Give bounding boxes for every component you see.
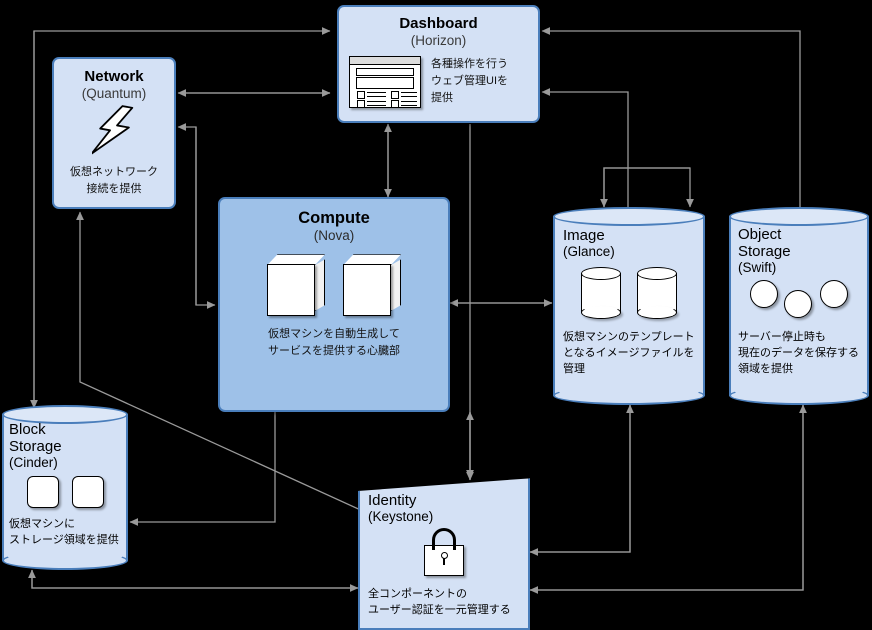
dashboard-codename: (Horizon) (410, 32, 467, 48)
cylinder-top (2, 405, 128, 424)
node-image[interactable]: Image (Glance) 仮想マシンのテンプレート となるイメージファイルを… (553, 207, 705, 405)
object-storage-description: サーバー停止時も 現在のデータを保存する 領域を提供 (738, 328, 860, 376)
node-object-storage[interactable]: Object Storage (Swift) サーバー停止時も 現在のデータを保… (729, 207, 869, 405)
padlock-icon (368, 528, 520, 576)
image-title: Image (563, 227, 605, 244)
desc-line: ウェブ管理UIを (431, 74, 508, 87)
identity-description: 全コンポーネントの ユーザー認証を一元管理する (368, 585, 520, 617)
desc-line: 仮想マシンを自動生成して (268, 328, 400, 341)
cylinder-bottom (729, 386, 869, 405)
desc-line: サーバー停止時も (738, 331, 826, 343)
image-codename: (Glance) (563, 244, 615, 259)
cylinder-bottom (553, 386, 705, 405)
desc-line: ユーザー認証を一元管理する (368, 604, 511, 616)
block-storage-title-line1: Block (9, 421, 46, 438)
identity-title: Identity (368, 492, 417, 509)
server-box-icon (232, 254, 436, 317)
desc-line: 提供 (431, 91, 453, 104)
desc-line: 現在のデータを保存する (738, 347, 859, 359)
compute-description: 仮想マシンを自動生成して サービスを提供する心臓部 (232, 326, 436, 360)
edge-image-identity (529, 405, 631, 556)
node-dashboard[interactable]: Dashboard (Horizon) (337, 5, 540, 123)
desc-line: 全コンポーネントの (368, 588, 467, 600)
edge-compute-blockstorage (129, 412, 276, 526)
edge-identity-blockstorage (28, 569, 358, 589)
edge-network-compute (195, 127, 216, 309)
cylinder-body (2, 414, 128, 561)
desc-line: 仮想マシンのテンプレート (563, 331, 695, 343)
edge-bracket-objectstorage (600, 167, 690, 208)
cylinder-body (553, 216, 705, 396)
edge-objectstorage-dashboard (541, 27, 801, 207)
desc-line: 仮想マシンに (9, 518, 75, 530)
cylinder-bottom (2, 551, 128, 570)
compute-codename: (Nova) (313, 228, 355, 244)
node-network[interactable]: Network (Quantum) 仮想ネットワーク 接続を提供 (52, 57, 176, 209)
desc-line: 管理 (563, 363, 585, 375)
browser-window-icon (349, 55, 421, 108)
node-identity[interactable]: Identity (Keystone) 全コンポーネントの ユーザー認証を一元管… (358, 472, 530, 630)
desc-line: 各種操作を行う (431, 57, 508, 70)
lightning-bolt-icon (62, 104, 166, 164)
identity-codename: (Keystone) (368, 509, 434, 524)
image-description: 仮想マシンのテンプレート となるイメージファイルを 管理 (563, 328, 695, 376)
cylinder-top (729, 207, 869, 226)
edge-compute-network (177, 123, 197, 305)
desc-line: 領域を提供 (738, 363, 793, 375)
edge-bracket-image (603, 167, 694, 208)
network-title: Network (84, 68, 144, 85)
edge-objectstorage-identity (529, 405, 804, 594)
desc-line: サービスを提供する心臓部 (268, 345, 400, 358)
network-description: 仮想ネットワーク 接続を提供 (62, 164, 166, 198)
dashboard-description: 各種操作を行う ウェブ管理UIを 提供 (431, 56, 508, 107)
desc-line: 接続を提供 (86, 182, 142, 195)
edge-image-dashboard (541, 88, 629, 207)
rounded-squares-icon (9, 476, 121, 508)
block-storage-codename: (Cinder) (9, 455, 58, 470)
edge-identity-network (76, 211, 366, 513)
edge-blockstorage-identity (31, 570, 359, 592)
object-storage-title-line2: Storage (738, 243, 791, 260)
object-storage-title-line1: Object (738, 226, 782, 243)
network-codename: (Quantum) (81, 85, 147, 101)
object-storage-codename: (Swift) (738, 260, 777, 275)
edge-identity-image (530, 404, 634, 553)
cylinder-top (553, 207, 705, 226)
block-storage-description: 仮想マシンに ストレージ領域を提供 (9, 515, 121, 547)
desc-line: 仮想ネットワーク (70, 165, 158, 178)
dashboard-title: Dashboard (399, 15, 478, 32)
circles-icon (738, 280, 860, 320)
database-cylinder-icon (563, 267, 695, 319)
node-block-storage[interactable]: Block Storage (Cinder) 仮想マシンに ストレージ領域を提供 (2, 405, 128, 570)
edge-identity-objectstorage (530, 404, 807, 591)
desc-line: となるイメージファイルを (563, 347, 695, 359)
desc-line: ストレージ領域を提供 (9, 534, 119, 546)
compute-title: Compute (298, 209, 370, 227)
node-compute[interactable]: Compute (Nova) 仮想マシンを自動生成して サービスを提供する心臓部 (218, 197, 450, 412)
block-storage-title-line2: Storage (9, 438, 62, 455)
